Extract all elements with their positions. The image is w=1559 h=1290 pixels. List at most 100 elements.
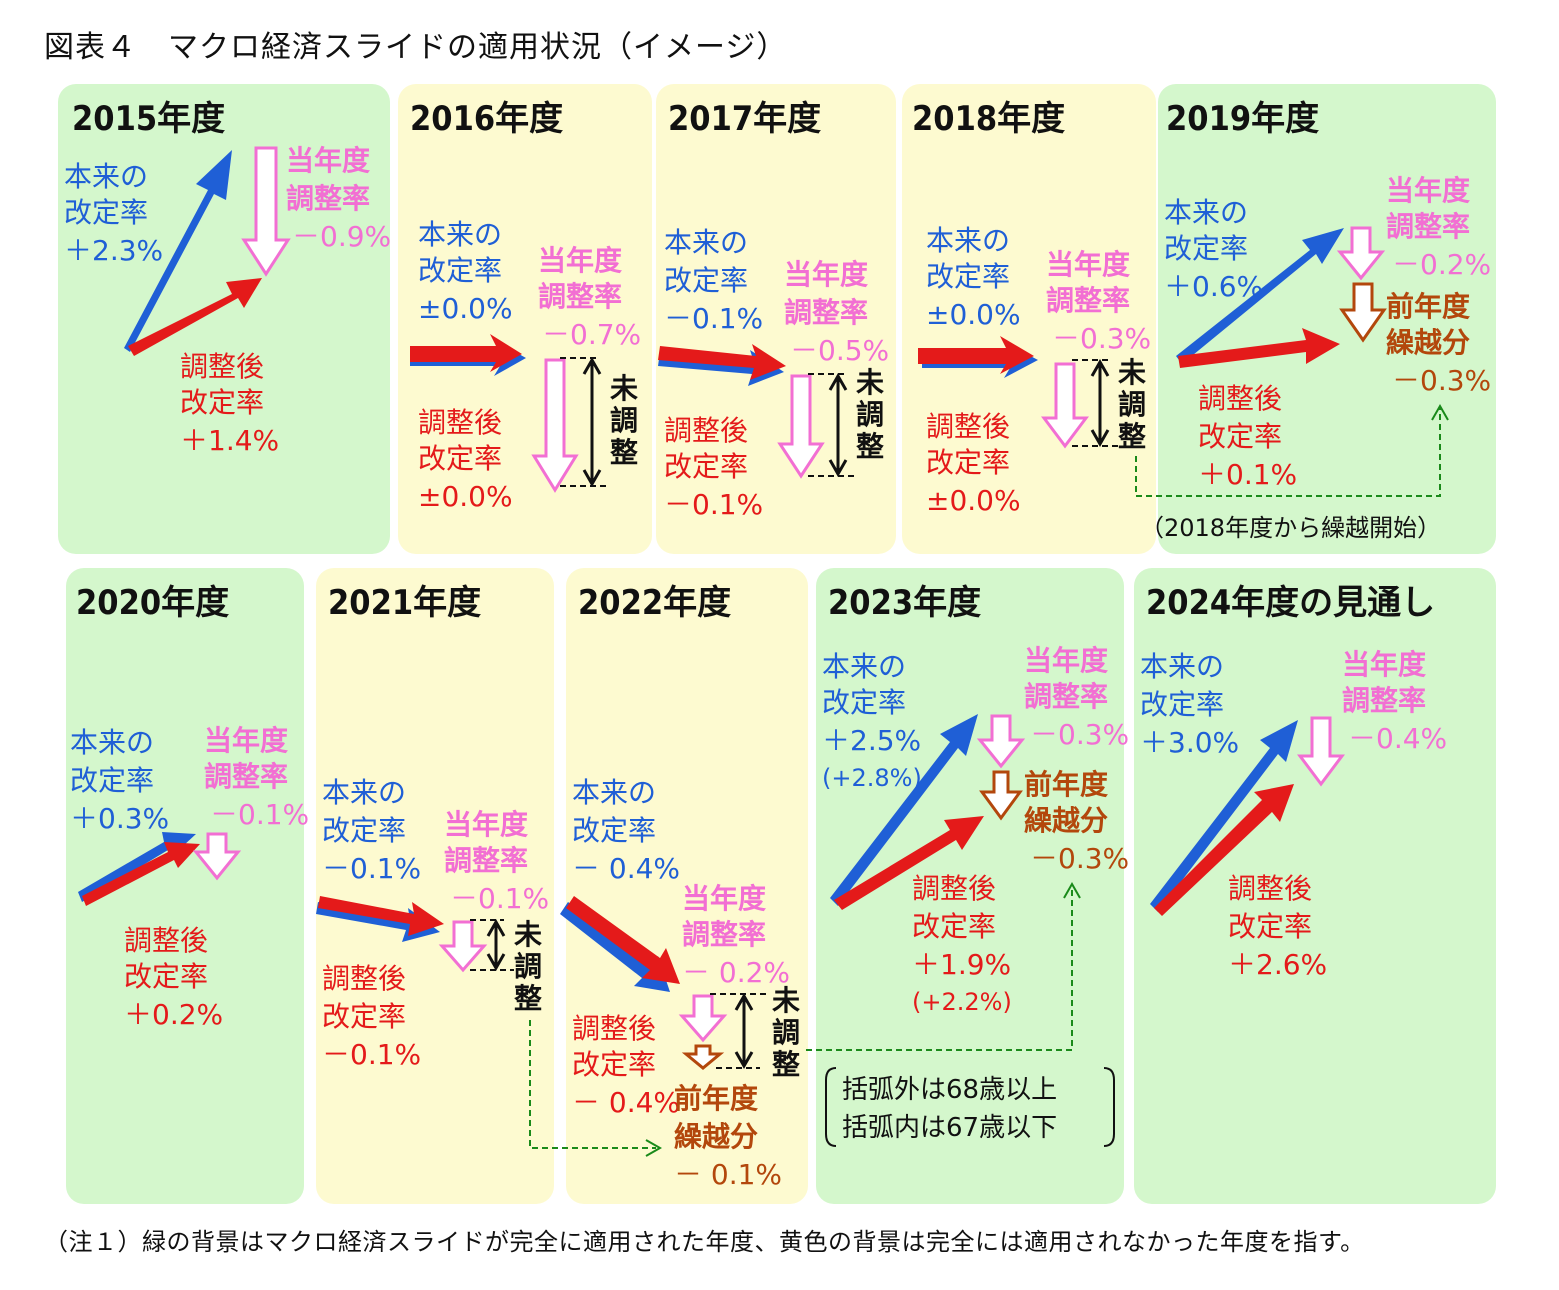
- label-chousei-2: 改定率: [664, 450, 748, 483]
- label-tounen-2: 調整率: [682, 918, 766, 951]
- label-chousei-2: 改定率: [322, 1000, 406, 1033]
- label-tounen-1: 当年度: [538, 244, 622, 277]
- value-2017-honrai: －0.1%: [664, 302, 763, 335]
- label-honrai-2: 改定率: [926, 260, 1010, 293]
- label-honrai-1: 本来の: [572, 776, 656, 809]
- label-michousei-1: 未: [514, 918, 542, 951]
- label-michousei-2: 調: [772, 1016, 800, 1049]
- label-michousei-3: 整: [610, 436, 638, 469]
- panel-2015-arrows: [124, 146, 291, 356]
- value-2023-chousei: ＋1.9%: [912, 948, 1011, 981]
- bracket-note: [825, 1067, 1115, 1147]
- value-2018-chousei: ±0.0%: [926, 484, 1021, 517]
- value-2022-zennen: － 0.1%: [674, 1158, 782, 1191]
- pink-down-arrow: [1336, 226, 1386, 281]
- red-arrow: [658, 344, 786, 380]
- red-arrow: [318, 896, 444, 936]
- bracket-note-line-2: 括弧内は67歳以下: [842, 1113, 1057, 1143]
- label-tounen-1: 当年度: [784, 258, 868, 291]
- panel-2018-title: 2018年度: [912, 99, 1065, 139]
- label-honrai-2: 改定率: [822, 686, 906, 719]
- label-tounen-2: 調整率: [1024, 680, 1108, 713]
- label-honrai-1: 本来の: [1164, 196, 1248, 229]
- label-chousei-2: 改定率: [1228, 910, 1312, 943]
- label-michousei-2: 調: [1118, 388, 1146, 421]
- label-honrai-2: 改定率: [1164, 232, 1248, 265]
- panel-2021-bg: [316, 568, 554, 1204]
- brown-down-arrow: [979, 770, 1023, 821]
- pink-down-arrow: [678, 994, 728, 1043]
- red-arrow: [834, 816, 984, 910]
- panel-2016-bg: [398, 84, 652, 554]
- label-chousei-1: 調整後: [418, 406, 502, 439]
- label-honrai-1: 本来の: [322, 776, 406, 809]
- pink-down-arrow: [777, 374, 825, 479]
- label-chousei-1: 調整後: [912, 872, 996, 905]
- panel-2020-title: 2020年度: [76, 583, 229, 623]
- red-arrow: [918, 336, 1034, 374]
- value-2023-honrai: ＋2.5%: [822, 724, 921, 757]
- bracket-note-line-1: 括弧外は68歳以上: [842, 1075, 1057, 1105]
- red-arrow: [1178, 328, 1340, 368]
- label-tounen-1: 当年度: [1024, 644, 1108, 677]
- value-2020-tounen: －0.1%: [210, 798, 309, 831]
- carry-over-dashed-line: [529, 1020, 656, 1149]
- value-2024-tounen: －0.4%: [1348, 722, 1447, 755]
- label-tounen-1: 当年度: [1342, 648, 1426, 681]
- panel-2019-bg: [1158, 84, 1496, 554]
- carry-note: （2018年度から繰越開始）: [1140, 514, 1441, 542]
- label-zennen-1: 前年度: [1386, 290, 1470, 323]
- label-tounen-1: 当年度: [204, 724, 288, 757]
- panel-2019-title: 2019年度: [1166, 99, 1319, 139]
- value-2015-chousei: ＋1.4%: [180, 424, 279, 457]
- label-tounen-1: 当年度: [1386, 174, 1470, 207]
- blue-arrow: [560, 902, 670, 992]
- panel-2021-arrows: [316, 896, 663, 1157]
- value-2016-tounen: －0.7%: [542, 318, 641, 351]
- panel-2019-arrows: [1135, 226, 1449, 497]
- panel-2017-title: 2017年度: [668, 99, 821, 139]
- label-chousei-1: 調整後: [180, 350, 264, 383]
- value-2019-tounen: －0.2%: [1392, 248, 1491, 281]
- label-chousei-2: 改定率: [912, 910, 996, 943]
- label-chousei-1: 調整後: [322, 962, 406, 995]
- red-arrow: [1154, 784, 1294, 916]
- value-2016-chousei: ±0.0%: [418, 480, 513, 513]
- value-2023-chousei-sub: (+2.2%): [912, 988, 1012, 1016]
- figure-title: 図表４ マクロ経済スライドの適用状況（イメージ）: [44, 30, 788, 65]
- value-2022-tounen: － 0.2%: [682, 956, 790, 989]
- value-2017-tounen: －0.5%: [790, 334, 889, 367]
- pink-down-arrow: [241, 146, 291, 277]
- label-chousei-2: 改定率: [572, 1048, 656, 1081]
- label-honrai-1: 本来の: [926, 224, 1010, 257]
- label-zennen-2: 繰越分: [1386, 326, 1470, 359]
- label-michousei-3: 整: [856, 430, 884, 463]
- panel-2015-title: 2015年度: [72, 99, 225, 139]
- value-2017-chousei: －0.1%: [664, 488, 763, 521]
- carry-over-dashed-line: [1135, 408, 1441, 497]
- value-2021-chousei: －0.1%: [322, 1038, 421, 1071]
- label-chousei-1: 調整後: [664, 414, 748, 447]
- panel-2023-arrows: [830, 714, 1026, 910]
- pink-down-arrow: [531, 358, 579, 493]
- label-tounen-2: 調整率: [286, 182, 370, 215]
- pink-down-arrow: [1297, 716, 1345, 787]
- red-arrow: [82, 842, 200, 906]
- label-zennen-1: 前年度: [1024, 768, 1108, 801]
- panel-2018-arrows: [918, 336, 1120, 449]
- blue-arrow: [124, 150, 232, 352]
- label-michousei-2: 調: [514, 950, 542, 983]
- label-michousei-1: 未: [610, 372, 638, 405]
- panel-2023-bg: [816, 568, 1124, 1204]
- label-chousei-1: 調整後: [1198, 382, 1282, 415]
- red-arrow: [128, 278, 262, 356]
- panel-2023-title: 2023年度: [828, 583, 981, 623]
- label-tounen-1: 当年度: [286, 144, 370, 177]
- value-2022-chousei: － 0.4%: [572, 1086, 680, 1119]
- panel-2015-bg: [58, 84, 390, 554]
- value-2015-honrai: ＋2.3%: [64, 234, 163, 267]
- panel-2024-arrows: [1150, 716, 1345, 916]
- pink-down-arrow: [1041, 362, 1089, 449]
- panel-2024-title: 2024年度の見通し: [1146, 583, 1435, 623]
